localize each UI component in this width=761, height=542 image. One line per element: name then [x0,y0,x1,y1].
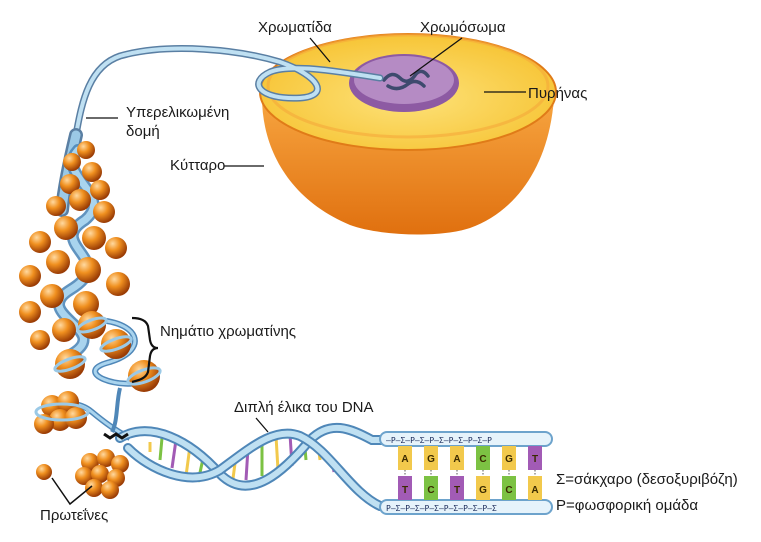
nucleosome [53,349,87,379]
label-sugar-legend: Σ=σάκχαρο (δεσοξυριβόζη) [556,471,738,488]
bottom-backbone-text: P–Σ–P–Σ–P–Σ–P–Σ–P–Σ–P–Σ [386,504,497,513]
dna-leader [255,417,269,433]
label-supercoiled-line2: δομή [126,123,160,140]
cell-rim [266,33,550,139]
label-phosphate-legend: P=φωσφορική ομάδα [556,497,698,514]
dna-double-helix [103,422,401,511]
base-top-letter: C [479,454,486,465]
label-supercoiled-line1: Υπερελικωμένη [126,104,229,121]
label-proteins: Πρωτεΐνες [40,507,108,524]
base-top [476,446,490,470]
label-chromatin-fiber: Νημάτιο χρωματίνης [160,323,296,340]
chromosome-shape [382,69,430,91]
nucleosome [76,311,108,339]
base-top-letter: A [453,454,460,465]
label-chromosome: Χρωμόσωμα [420,19,506,36]
base-top [398,446,412,470]
chromatin-bracket [131,316,159,384]
label-nucleus: Πυρήνας [528,85,587,102]
leader-lines [86,37,526,433]
base-pair: AT [398,446,412,500]
base-top-letter: G [505,454,513,465]
base-bottom-letter: G [479,485,487,496]
chromosome-leader [409,37,463,77]
label-chromatid: Χρωματίδα [258,19,332,36]
base-top [528,446,542,470]
base-bottom-letter: C [505,485,512,496]
base-top [502,446,516,470]
base-top-letter: A [401,454,408,465]
proteins-pointer [51,477,93,506]
top-backbone [379,431,553,447]
label-cell: Κύτταρο [170,157,225,174]
base-bottom-letter: A [531,485,538,496]
base-top [450,446,464,470]
base-top-letter: G [427,454,435,465]
base-pair: CG [476,446,490,500]
bottom-backbone [379,499,553,515]
base-bottom-letter: C [427,485,434,496]
top-backbone-text: –P–Σ–P–Σ–P–Σ–P–Σ–P–Σ–P [386,436,492,445]
base-bottom [502,476,516,500]
base-top [424,446,438,470]
supercoiled-chromatin [19,141,130,361]
base-bottom [528,476,542,500]
base-top-letter: T [532,454,538,465]
nucleus [349,54,459,112]
free-histones [36,449,129,499]
single-histone [36,464,52,480]
chromatid-leader [309,37,331,63]
base-bottom-letter: T [402,485,408,496]
base-bottom [476,476,490,500]
base-bottom-letter: T [454,485,460,496]
histone-octamer [75,449,129,499]
nucleosome-cluster [34,387,132,441]
base-bottom [424,476,438,500]
base-bottom [450,476,464,500]
chromatin-fiber [53,311,162,392]
base-pair: GC [424,446,438,500]
base-pair: GC [502,446,516,500]
base-bottom [398,476,412,500]
base-pair: AT [450,446,464,500]
base-pair: TA [528,446,542,500]
label-dna-double-helix: Διπλή έλικα του DNA [234,399,373,416]
cell [259,33,557,235]
nucleosome [99,329,133,359]
dna-ladder: –P–Σ–P–Σ–P–Σ–P–Σ–P–Σ–P P–Σ–P–Σ–P–Σ–P–Σ–P… [379,431,553,515]
